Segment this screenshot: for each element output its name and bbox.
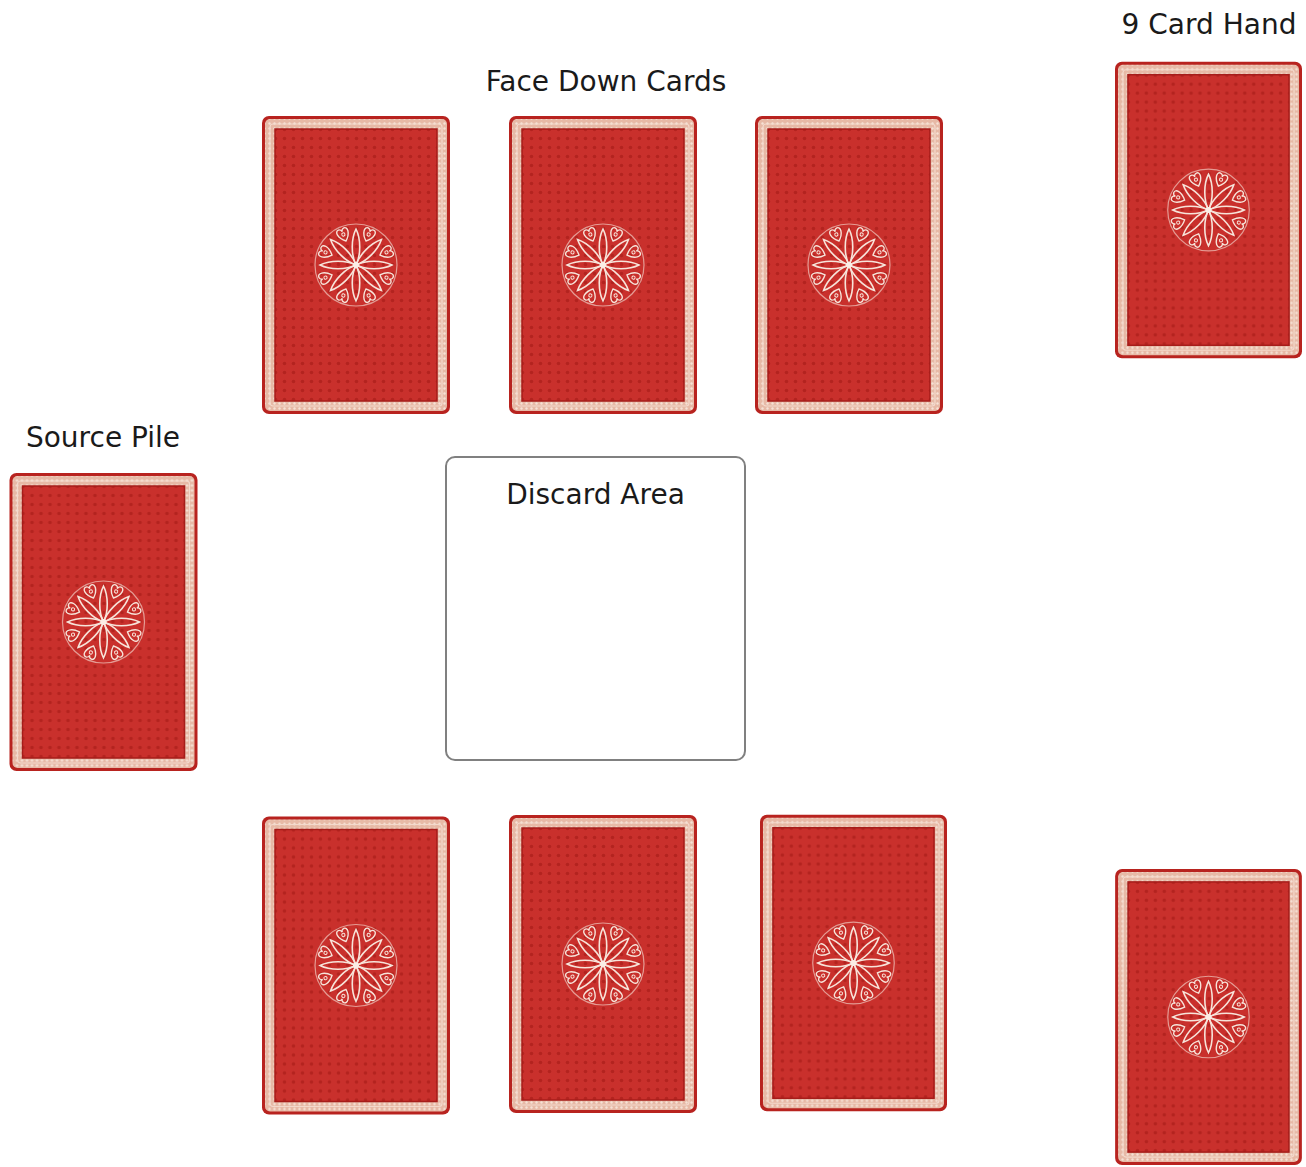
face-down-card: [509, 815, 697, 1113]
face-down-card: [262, 817, 450, 1115]
area-label: Face Down Cards: [486, 65, 727, 99]
face-down-card: [760, 815, 947, 1111]
hand-card: [1115, 62, 1302, 358]
source-pile-card: [10, 473, 198, 771]
hand-card: [1115, 869, 1302, 1165]
discard-area: Discard Area: [445, 456, 746, 761]
area-label: 9 Card Hand: [1122, 8, 1297, 42]
face-down-card: [262, 116, 450, 414]
area-title: Discard Area: [447, 478, 744, 512]
face-down-card: [755, 116, 943, 414]
face-down-card: [509, 116, 697, 414]
area-label: Source Pile: [26, 421, 180, 455]
